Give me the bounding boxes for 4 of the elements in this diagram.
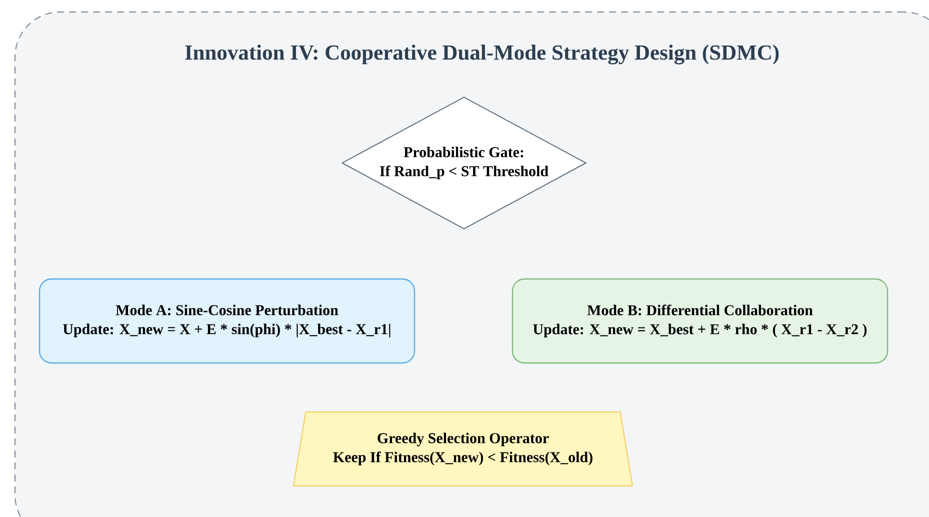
trapezoid-box: Greedy Selection Operator Keep If Fitness(X_new) < Fitness(X_old) (292, 412, 634, 486)
title: Innovation IV: Cooperative Dual-Mode Strategy Design (SDMC) (185, 44, 779, 64)
process-box: Mode B: Differential Collaboration Update: X_new = X_best + E * rho * ( X_r1 - X_r2 ) (512, 278, 888, 364)
process-box: Mode A: Sine-Cosine Perturbation Update: X_new = X + E * sin(phi) * |X_best - X_r1| (38, 278, 416, 364)
